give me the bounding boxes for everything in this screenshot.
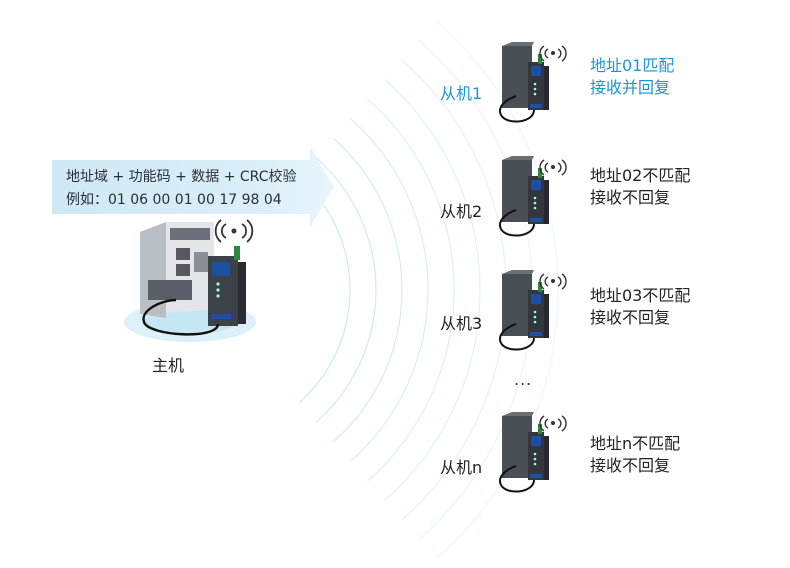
more-slaves-ellipsis: ... (514, 370, 533, 389)
slave-status-n: 地址n不匹配 接收不回复 (590, 433, 680, 477)
signal-wave-arc (384, 79, 481, 501)
signal-wave-arc (315, 157, 377, 423)
slave-status-n-line1: 地址n不匹配 (590, 434, 681, 453)
slave-status-1-line2: 接收并回复 (590, 78, 671, 97)
slave-device-n (498, 412, 567, 493)
slave-device-1 (498, 42, 567, 123)
signal-wave-arc (367, 98, 455, 482)
master-device (124, 219, 256, 342)
signal-wave-arc (332, 137, 403, 443)
slave-status-n-line2: 接收不回复 (590, 456, 671, 475)
slave-status-3-line1: 地址03不匹配 (590, 286, 691, 305)
slave-label-1: 从机1 (440, 84, 483, 103)
slave-status-3: 地址03不匹配 接收不回复 (590, 285, 690, 329)
slave-label-n: 从机n (440, 458, 483, 477)
frame-format-text: 地址域 + 功能码 + 数据 + CRC校验 (66, 169, 297, 185)
master-label: 主机 (152, 356, 185, 375)
slave-status-2-line1: 地址02不匹配 (590, 166, 691, 185)
slave-device-2 (498, 156, 567, 237)
frame-example-text: 例如：01 06 00 01 00 17 98 04 (66, 192, 282, 208)
slave-device-3 (498, 270, 567, 351)
slave-status-1: 地址01匹配 接收并回复 (590, 55, 674, 99)
slave-status-1-line1: 地址01匹配 (590, 56, 675, 75)
signal-wave-arc (435, 20, 559, 560)
slave-status-2: 地址02不匹配 接收不回复 (590, 165, 690, 209)
slave-label-2: 从机2 (440, 202, 483, 221)
slave-status-2-line2: 接收不回复 (590, 188, 671, 207)
slave-label-3: 从机3 (440, 314, 483, 333)
signal-wave-arc (350, 118, 429, 462)
frame-arrow-banner (52, 147, 334, 227)
slave-status-3-line2: 接收不回复 (590, 308, 671, 327)
